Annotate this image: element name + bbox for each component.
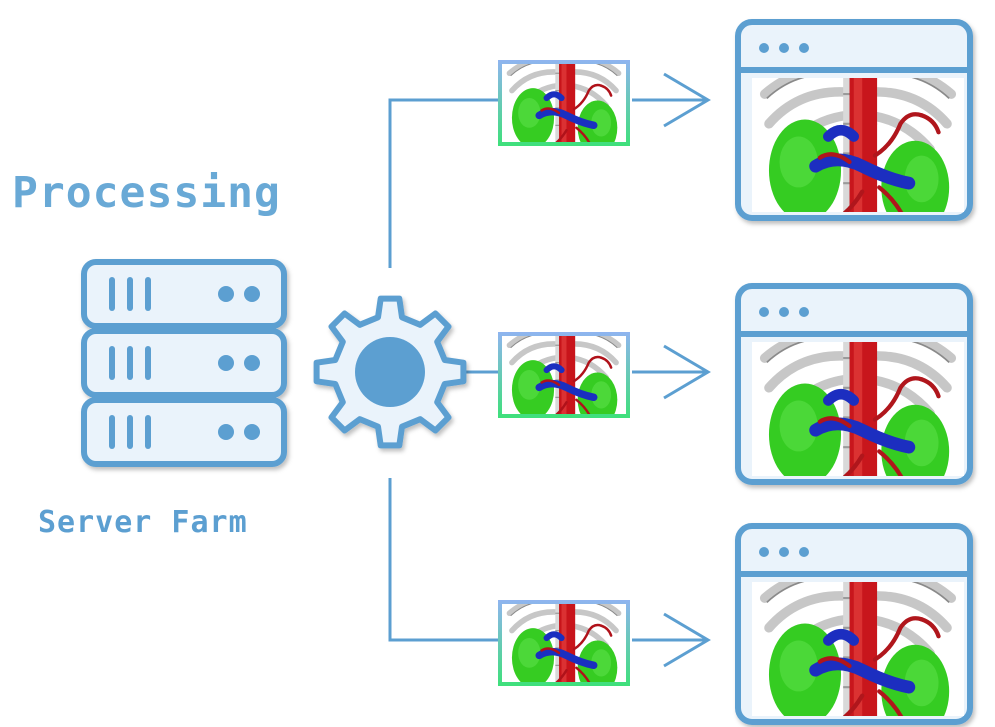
server-farm-label: Server Farm [38,505,248,540]
gear-icon [313,295,467,449]
arrow-right-icon [632,612,711,668]
output-row-middle [498,283,973,485]
browser-window-icon [735,19,973,221]
kidney-vessel-render [502,313,626,437]
arrow-right-icon [632,72,711,128]
browser-window-icon [735,523,973,725]
arrow-right-icon [632,344,711,400]
thumbnail-frame [498,581,630,705]
thumbnail-frame [498,313,630,437]
output-row-top [498,19,973,221]
output-row-bottom [498,523,973,725]
kidney-vessel-render [502,581,626,705]
kidney-vessel-render [502,41,626,165]
server-rack-icon [81,259,287,467]
title-processing: Processing [12,168,281,218]
thumbnail-frame [498,41,630,165]
browser-window-icon [735,283,973,485]
